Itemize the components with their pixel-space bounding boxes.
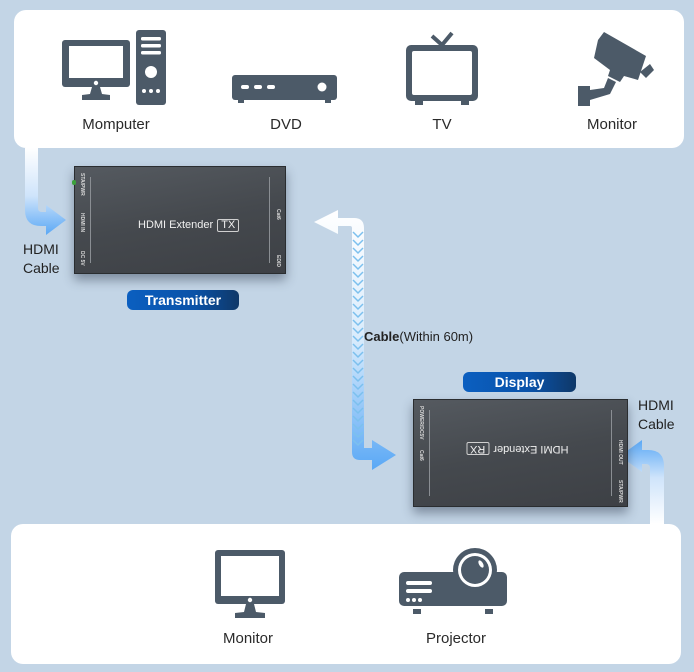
input-cable-label: HDMI Cable <box>23 240 60 278</box>
security-camera-icon <box>578 32 654 106</box>
display-label: Projector <box>425 630 487 647</box>
output-cable-label-line2: Cable <box>638 416 675 432</box>
tv-icon <box>406 31 478 105</box>
display-devices-panel: Monitor Projector <box>11 524 681 664</box>
status-led <box>72 180 76 185</box>
output-cable-label: HDMI Cable <box>638 396 675 434</box>
cable-chevron <box>352 439 364 447</box>
source-dvd: DVD <box>232 30 340 133</box>
device-tag: RX <box>466 442 490 455</box>
monitor-icon <box>215 550 285 618</box>
port-label: STA/PWR <box>617 480 623 503</box>
cable-chevron <box>352 367 364 375</box>
cable-chevron <box>352 335 364 343</box>
transmitter-badge: Transmitter <box>127 290 239 310</box>
link-cable-label: Cable(Within 60m) <box>364 329 473 344</box>
receiver-device: POWER/DC5V Cat6 HDMI OUT STA/PWR HDMI Ex… <box>413 399 628 507</box>
cable-chevron <box>352 391 364 399</box>
cable-chevron <box>352 407 364 415</box>
source-camera: Monitor <box>558 30 666 133</box>
cable-chevron <box>352 343 364 351</box>
input-cable-label-line2: Cable <box>23 260 60 276</box>
display-monitor: Monitor <box>203 548 293 647</box>
receiver-badge: Display <box>463 372 576 392</box>
port-label: HDMI IN <box>79 213 85 233</box>
port-label: EDID <box>275 255 281 267</box>
cable-chevrons <box>352 231 364 447</box>
port-label: POWER/DC5V <box>418 406 424 440</box>
device-name: HDMI Extender <box>138 219 214 231</box>
cable-chevron <box>352 303 364 311</box>
cable-chevron <box>352 359 364 367</box>
cable-chevron <box>352 295 364 303</box>
cable-chevron <box>352 351 364 359</box>
projector-icon <box>399 548 507 614</box>
cable-chevron <box>352 255 364 263</box>
output-cable-label-line1: HDMI <box>638 397 674 413</box>
port-label: DC 5V <box>79 251 85 266</box>
display-label: Monitor <box>222 630 274 647</box>
input-cable-label-line1: HDMI <box>23 241 59 257</box>
cable-chevron <box>352 263 364 271</box>
cable-chevron <box>352 287 364 295</box>
cable-chevron <box>352 383 364 391</box>
source-label: TV <box>432 116 452 133</box>
link-cable-label-range: (Within 60m) <box>399 329 474 344</box>
device-tag: TX <box>217 219 240 232</box>
cable-chevron <box>352 375 364 383</box>
cable-chevron <box>352 311 364 319</box>
link-cable-label-bold: Cable <box>364 329 400 344</box>
port-label: STA/PWR <box>79 173 85 196</box>
source-label: Monitor <box>586 116 638 133</box>
source-computer: Momputer <box>62 30 170 133</box>
dvd-player-icon <box>232 75 337 103</box>
cable-chevron <box>352 239 364 247</box>
transmitter-device: STA/PWR HDMI IN DC 5V Cat6 EDID HDMI Ext… <box>72 166 286 274</box>
divider <box>611 410 612 496</box>
cable-chevron <box>352 231 364 239</box>
cable-chevron <box>352 327 364 335</box>
receiver-title: HDMI ExtenderRX <box>466 442 568 455</box>
divider <box>429 410 430 496</box>
port-label: HDMI OUT <box>617 440 623 465</box>
cable-chevron <box>352 319 364 327</box>
cable-chevron <box>352 271 364 279</box>
display-projector: Projector <box>391 548 521 647</box>
cable-chevron <box>352 415 364 423</box>
desktop-computer-icon <box>62 30 166 105</box>
input-hdmi-arrow <box>25 148 66 235</box>
link-cable-arrow <box>314 210 396 470</box>
cable-chevron <box>352 423 364 431</box>
cable-chevron <box>352 247 364 255</box>
divider <box>269 177 270 263</box>
source-label: Momputer <box>82 116 150 133</box>
port-label: Cat6 <box>418 450 424 461</box>
divider <box>90 177 91 263</box>
port-label: Cat6 <box>275 209 281 220</box>
source-label: DVD <box>270 116 302 133</box>
output-hdmi-arrow <box>620 440 664 524</box>
source-tv: TV <box>388 30 496 133</box>
cable-chevron <box>352 279 364 287</box>
cable-chevron <box>352 431 364 439</box>
device-name: HDMI Extender <box>493 443 569 455</box>
cable-chevron <box>352 399 364 407</box>
source-devices-panel: Momputer DVD TV Monitor <box>14 10 684 148</box>
